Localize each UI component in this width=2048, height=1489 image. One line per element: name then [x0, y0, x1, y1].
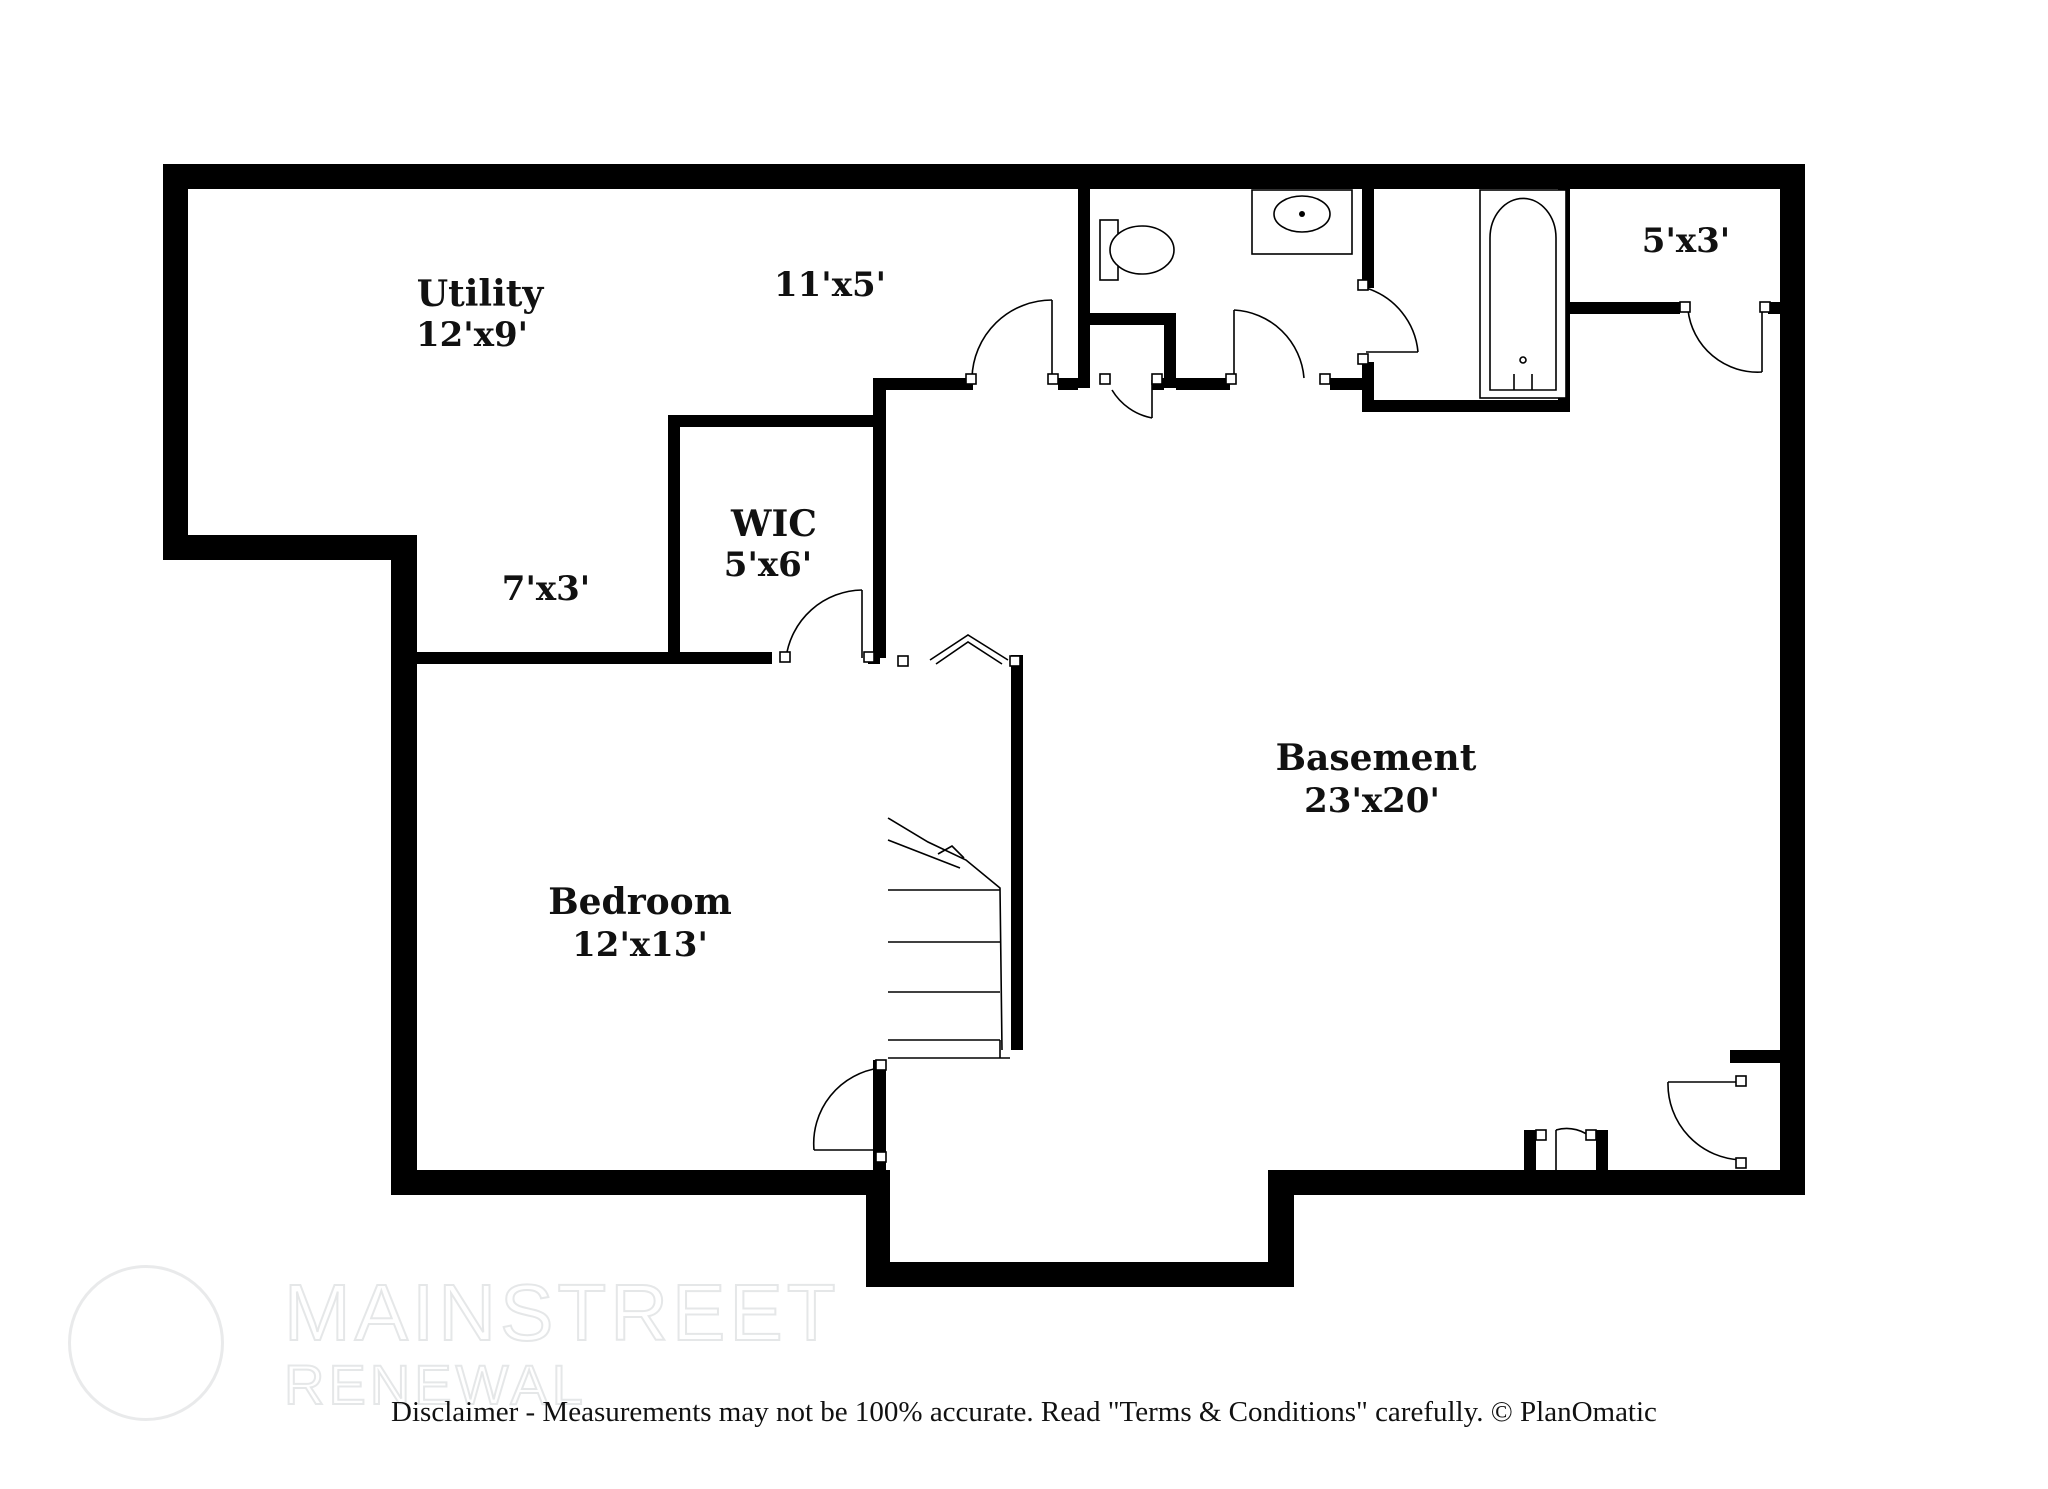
door-utility — [965, 299, 1059, 385]
bathroom-fixtures — [1099, 189, 1567, 399]
room-basement-name: Basement — [1276, 737, 1477, 779]
room-labels: Utility 12'x9' 11'x5' 7'x3' WIC 5'x6' 5'… — [416, 221, 1730, 965]
door-bathroom — [1357, 279, 1419, 365]
room-closet-dims: 5'x3' — [1642, 221, 1730, 261]
watermark-logo: MAINSTREET RENEWAL — [60, 1265, 837, 1421]
room-hall-nook-dims: 7'x3' — [502, 569, 590, 609]
room-utility-nook-dims: 11'x5' — [774, 265, 886, 305]
room-wic-name: WIC — [730, 503, 817, 545]
door-powder-room — [1225, 309, 1331, 385]
toilet-icon — [1099, 219, 1175, 281]
room-utility-name: Utility — [417, 273, 545, 315]
room-bedroom-name: Bedroom — [548, 881, 732, 923]
door-stair-bifold — [897, 634, 1021, 667]
doors — [779, 279, 1771, 1170]
door-storage-right — [1667, 1075, 1747, 1169]
door-storage-small — [1535, 1127, 1597, 1170]
room-utility-dims: 12'x9' — [416, 315, 528, 355]
door-wic — [779, 589, 875, 663]
room-bedroom-dims: 12'x13' — [572, 925, 708, 965]
bathtub-icon — [1479, 189, 1567, 399]
watermark-line1: MAINSTREET — [283, 1268, 840, 1357]
sink-icon — [1251, 189, 1353, 255]
watermark-line2: RENEWAL — [283, 1353, 587, 1416]
door-bedroom — [812, 1059, 887, 1163]
staircase — [887, 817, 1010, 1059]
house-logo-icon — [68, 1265, 224, 1421]
door-half-bath — [1099, 373, 1163, 419]
interior-walls — [415, 188, 1782, 1175]
room-basement-dims: 23'x20' — [1304, 781, 1440, 821]
disclaimer-text: Disclaimer - Measurements may not be 100… — [391, 1396, 1657, 1428]
exterior-walls — [163, 164, 1805, 1287]
room-wic-dims: 5'x6' — [724, 545, 812, 585]
door-closet — [1679, 301, 1771, 373]
